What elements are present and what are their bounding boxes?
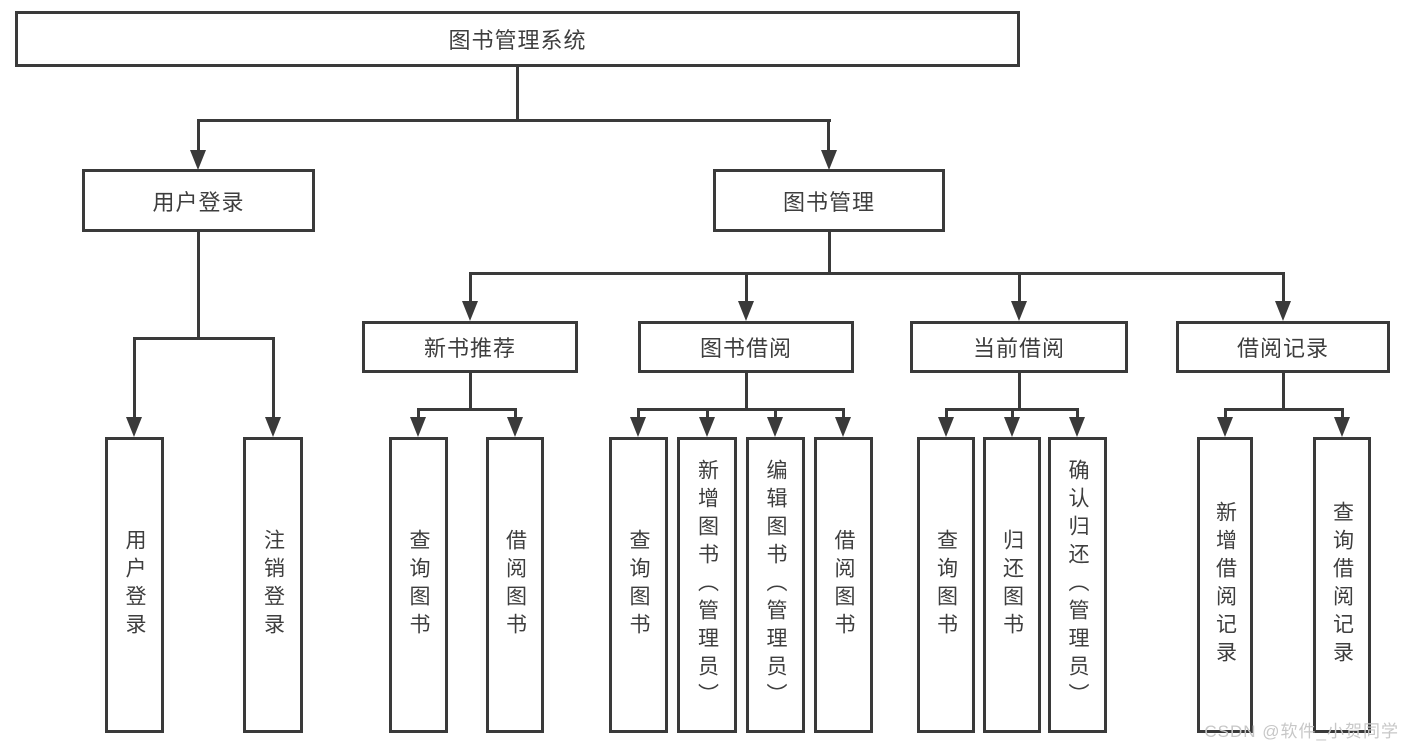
- connector-line: [1224, 408, 1343, 411]
- arrowhead-icon: [938, 417, 954, 437]
- node-label: 用户登录: [123, 529, 146, 641]
- node-book-management: 图书管理: [713, 169, 945, 232]
- arrowhead-icon: [821, 150, 837, 170]
- leaf-newbook-borrow-books: 借阅图书: [486, 437, 544, 733]
- leaf-current-query-books: 查询图书: [917, 437, 975, 733]
- node-label: 归还图书: [1000, 529, 1024, 641]
- node-label: 新书推荐: [423, 336, 516, 361]
- connector-line: [745, 272, 748, 303]
- connector-line: [842, 408, 845, 419]
- connector-line: [514, 408, 517, 419]
- connector-line: [133, 337, 136, 419]
- arrowhead-icon: [1004, 417, 1020, 437]
- node-label: 借阅图书: [832, 529, 855, 641]
- arrowhead-icon: [835, 417, 851, 437]
- node-label: 用户登录: [152, 189, 245, 215]
- connector-line: [1341, 408, 1344, 419]
- connector-line: [197, 119, 831, 122]
- node-label: 图书管理: [782, 189, 875, 215]
- arrowhead-icon: [699, 417, 715, 437]
- connector-line: [197, 232, 200, 337]
- leaf-borrowing-add-book-admin: 新增图书（管理员）: [677, 437, 737, 733]
- arrowhead-icon: [630, 417, 646, 437]
- leaf-logout: 注销登录: [243, 437, 303, 733]
- node-label: 当前借阅: [972, 336, 1065, 361]
- connector-line: [828, 232, 831, 272]
- connector-line: [637, 408, 845, 411]
- arrowhead-icon: [126, 417, 142, 437]
- connector-line: [469, 272, 472, 303]
- node-root-library-management-system: 图书管理系统: [15, 11, 1020, 67]
- node-borrowing-records: 借阅记录: [1176, 321, 1390, 373]
- leaf-records-add-borrow-record: 新增借阅记录: [1197, 437, 1253, 733]
- node-label: 图书借阅: [699, 336, 792, 361]
- arrowhead-icon: [767, 417, 783, 437]
- node-label: 确认归还（管理员）: [1066, 459, 1089, 711]
- arrowhead-icon: [265, 417, 281, 437]
- connector-line: [774, 408, 777, 419]
- node-label: 借阅记录: [1236, 336, 1329, 361]
- node-label: 注销登录: [261, 529, 285, 641]
- arrowhead-icon: [1011, 301, 1027, 321]
- node-label: 新增图书（管理员）: [695, 459, 719, 711]
- arrowhead-icon: [1069, 417, 1085, 437]
- connector-line: [1076, 408, 1079, 419]
- leaf-current-confirm-return-admin: 确认归还（管理员）: [1048, 437, 1107, 733]
- arrowhead-icon: [738, 301, 754, 321]
- connector-line: [1282, 272, 1285, 303]
- connector-line: [272, 337, 275, 419]
- leaf-records-query-borrow-record: 查询借阅记录: [1313, 437, 1371, 733]
- connector-line: [470, 272, 1285, 275]
- node-label: 查询图书: [627, 529, 650, 641]
- leaf-newbook-query-books: 查询图书: [389, 437, 448, 733]
- arrowhead-icon: [462, 301, 478, 321]
- leaf-borrowing-borrow-books: 借阅图书: [814, 437, 873, 733]
- leaf-borrowing-query-books: 查询图书: [609, 437, 668, 733]
- connector-line: [945, 408, 948, 419]
- connector-line: [417, 408, 517, 411]
- connector-line: [827, 119, 830, 153]
- connector-line: [1011, 408, 1014, 419]
- node-user-login-group: 用户登录: [82, 169, 315, 232]
- node-label: 新增借阅记录: [1213, 501, 1237, 669]
- arrowhead-icon: [1275, 301, 1291, 321]
- csdn-watermark: CSDN @软件_小贺同学: [1204, 722, 1399, 741]
- connector-line: [1018, 272, 1021, 303]
- arrowhead-icon: [410, 417, 426, 437]
- node-new-book-recommendation: 新书推荐: [362, 321, 578, 373]
- connector-line: [1282, 373, 1285, 408]
- arrowhead-icon: [507, 417, 523, 437]
- connector-line: [706, 408, 709, 419]
- connector-line: [133, 337, 275, 340]
- node-label: 借阅图书: [503, 529, 527, 641]
- connector-line: [417, 408, 420, 419]
- leaf-current-return-books: 归还图书: [983, 437, 1041, 733]
- node-label: 查询图书: [934, 529, 958, 641]
- leaf-borrowing-edit-book-admin: 编辑图书（管理员）: [746, 437, 805, 733]
- connector-line: [745, 373, 748, 408]
- node-label: 图书管理系统: [448, 28, 587, 53]
- arrowhead-icon: [1217, 417, 1233, 437]
- node-label: 查询借阅记录: [1330, 501, 1354, 669]
- connector-line: [469, 373, 472, 408]
- arrowhead-icon: [1334, 417, 1350, 437]
- connector-line: [516, 67, 519, 119]
- node-label: 编辑图书（管理员）: [764, 459, 787, 711]
- node-current-borrowing: 当前借阅: [910, 321, 1128, 373]
- connector-line: [197, 119, 200, 153]
- node-label: 查询图书: [407, 529, 430, 641]
- node-book-borrowing: 图书借阅: [638, 321, 854, 373]
- arrowhead-icon: [190, 150, 206, 170]
- connector-line: [1224, 408, 1227, 419]
- connector-line: [1018, 373, 1021, 408]
- connector-line: [637, 408, 640, 419]
- leaf-user-login: 用户登录: [105, 437, 164, 733]
